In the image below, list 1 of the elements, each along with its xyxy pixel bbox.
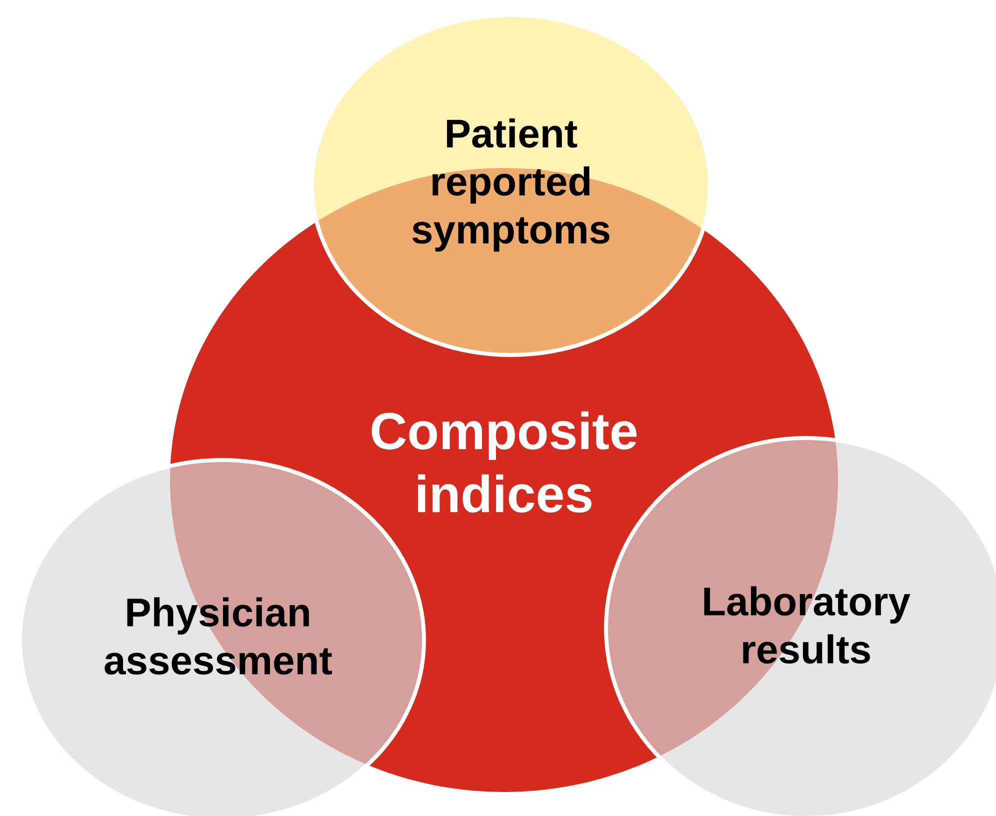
node-label: Patient (447, 118, 578, 148)
